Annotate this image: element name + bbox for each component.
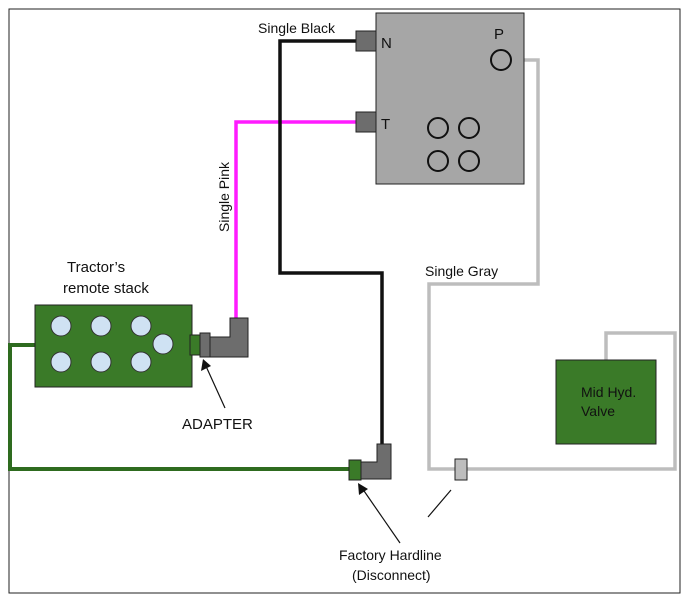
single-gray-label: Single Gray bbox=[425, 263, 498, 279]
black-hose bbox=[278, 39, 384, 448]
mid-valve-label-line2: Valve bbox=[581, 403, 615, 419]
adapter-arrowhead bbox=[201, 359, 211, 371]
remote-outlet bbox=[189, 334, 201, 356]
factory-arrowhead bbox=[358, 483, 368, 495]
green-hardline bbox=[8, 343, 349, 471]
remote-coupler bbox=[130, 315, 152, 337]
port-n-fitting bbox=[355, 30, 377, 52]
gray-hose bbox=[427, 58, 540, 471]
port-p-label: P bbox=[494, 26, 504, 43]
factory-arrow bbox=[361, 487, 401, 544]
mid-valve-label-line1: Mid Hyd. bbox=[581, 384, 636, 400]
valve-port-circle bbox=[427, 150, 449, 172]
port-t-fitting bbox=[355, 111, 377, 133]
factory-label-line2: (Disconnect) bbox=[352, 567, 431, 583]
pink-hose bbox=[234, 120, 358, 325]
adapter-fitting bbox=[199, 332, 211, 358]
remote-coupler bbox=[50, 351, 72, 373]
elbow-fitting bbox=[209, 317, 249, 358]
mid-hyd-valve bbox=[555, 359, 657, 445]
gray-disconnect bbox=[454, 458, 468, 481]
control-valve-body bbox=[375, 12, 525, 185]
valve-port-circle bbox=[427, 117, 449, 139]
remote-coupler bbox=[130, 351, 152, 373]
factory-label-line1: Factory Hardline bbox=[339, 547, 442, 563]
diagram-frame bbox=[8, 8, 681, 594]
single-black-label: Single Black bbox=[258, 20, 336, 36]
remote-coupler bbox=[90, 315, 112, 337]
remote-coupler bbox=[50, 315, 72, 337]
port-t-label: T bbox=[381, 116, 390, 133]
adapter-arrow bbox=[204, 363, 226, 409]
remote-coupler bbox=[90, 351, 112, 373]
gray-disconnect-pointer bbox=[427, 489, 452, 518]
valve-port-circle bbox=[458, 150, 480, 172]
adapter-label: ADAPTER bbox=[182, 416, 253, 433]
port-p-circle bbox=[490, 49, 512, 71]
port-n-label: N bbox=[381, 35, 392, 52]
remote-coupler bbox=[152, 333, 174, 355]
hardline-disconnect bbox=[348, 459, 362, 481]
valve-port-circle bbox=[458, 117, 480, 139]
tractor-label-line1: Tractor’s bbox=[67, 259, 125, 276]
gray-hose-mid-valve bbox=[467, 331, 677, 471]
tractor-label-line2: remote stack bbox=[63, 280, 149, 297]
hardline-elbow-fitting bbox=[358, 443, 392, 480]
single-pink-label: Single Pink bbox=[216, 161, 232, 232]
